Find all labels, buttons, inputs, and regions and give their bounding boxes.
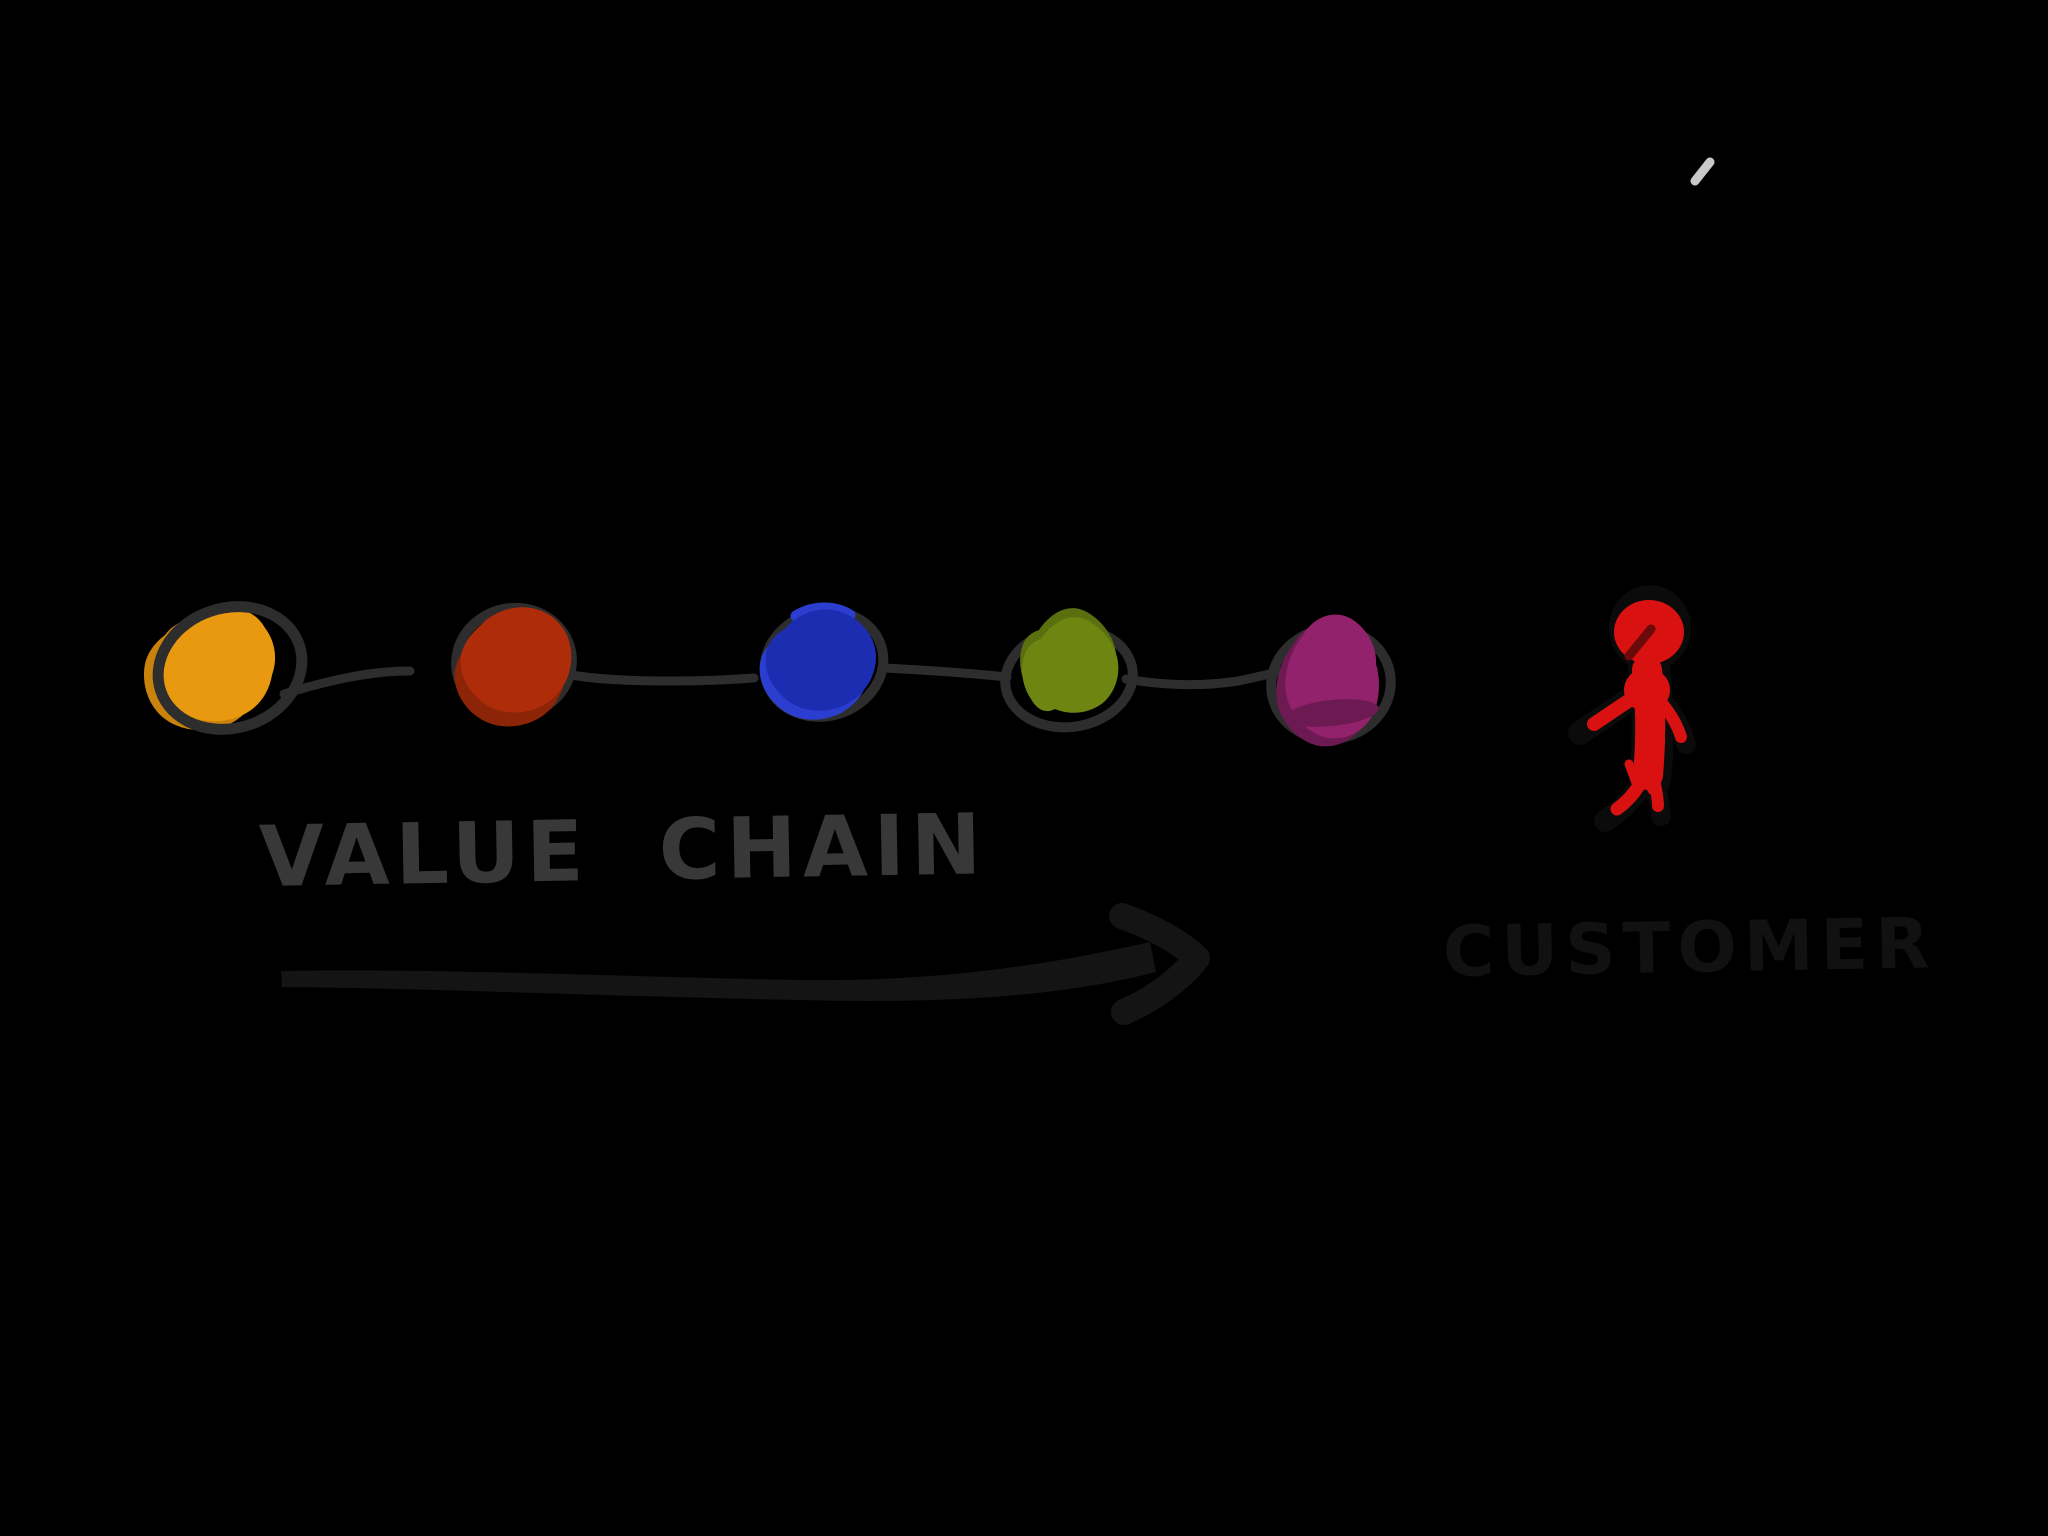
- node-2-blob: [460, 607, 572, 713]
- stray-pen-mark: [1690, 157, 1715, 186]
- value-chain-node-5: [1266, 614, 1396, 747]
- value-chain-node-3: [759, 602, 889, 722]
- chain-link-segment-4: [1121, 666, 1289, 690]
- value-chain-node-2: [451, 602, 577, 727]
- node-1-outline: [152, 601, 308, 735]
- figure-right-arm-fill: [1655, 696, 1687, 743]
- node-3-blob-highlight: [790, 602, 856, 622]
- customer-figure: [1568, 585, 1696, 832]
- chain-link-segment-2: [566, 670, 759, 686]
- figure-head-streak: [1624, 624, 1656, 661]
- node-1-blob: [156, 608, 276, 722]
- value-chain-node-4: [1000, 608, 1138, 733]
- figure-right-leg-fill: [1647, 768, 1664, 812]
- customer-label: CUSTOMER: [1442, 902, 1937, 993]
- node-5-blob-band: [1285, 699, 1379, 727]
- flow-arrow-right: [281, 903, 1210, 1025]
- node-4-blob: [1022, 617, 1119, 713]
- value-chain-label: VALUE CHAIN: [258, 795, 988, 906]
- value-chain-node-1: [143, 601, 308, 735]
- node-3-blob: [765, 609, 876, 711]
- chain-link-segment-3: [879, 663, 1012, 682]
- figure-torso-fill: [1632, 655, 1666, 790]
- figure-left-arm-fill: [1587, 687, 1646, 731]
- arrow-head-lower-barb: [1111, 945, 1210, 1025]
- figure-hem-scribble: [1624, 759, 1657, 795]
- arrow-body: [281, 942, 1156, 1001]
